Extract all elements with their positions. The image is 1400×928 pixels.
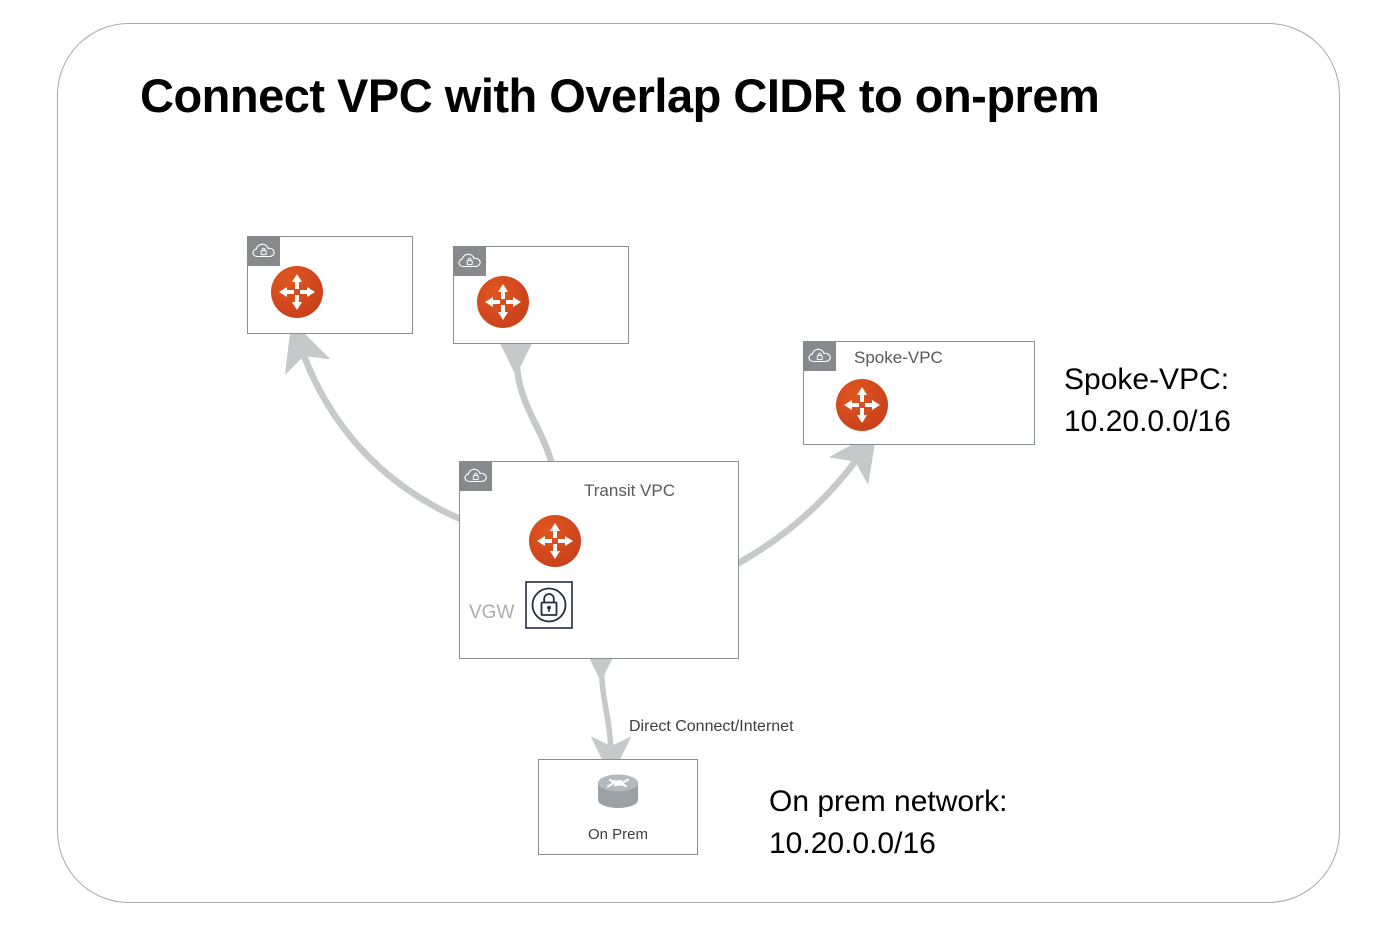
spoke-vpc-note: Spoke-VPC: 10.20.0.0/16 [1064,363,1231,438]
cloud-lock-icon [453,246,487,277]
transit-vpc-box[interactable]: Transit VPC VGW [459,461,739,659]
router-icon [836,379,888,431]
cloud-lock-icon [459,461,493,492]
onprem-network-note: On prem network: 10.20.0.0/16 [769,785,1008,860]
lock-circle-icon[interactable] [525,581,573,629]
router-icon [529,515,581,567]
onprem-box[interactable]: On Prem [538,759,698,855]
cloud-lock-icon [247,236,281,267]
spoke-vpc-label: Spoke-VPC [854,348,943,367]
vpc-box-2[interactable] [453,246,629,344]
direct-connect-label: Direct Connect/Internet [629,718,794,735]
router-icon [477,276,529,328]
cloud-lock-icon [803,341,837,372]
transit-vpc-label: Transit VPC [584,481,676,500]
vpc-box-1[interactable] [247,236,413,334]
onprem-box-label: On Prem [587,826,648,843]
spoke-vpc-box[interactable]: Spoke-VPC [803,341,1035,445]
network-router-icon [598,774,638,808]
page-title: Connect VPC with Overlap CIDR to on-prem [140,69,1100,122]
router-icon [271,266,323,318]
vgw-label: VGW [469,602,515,623]
